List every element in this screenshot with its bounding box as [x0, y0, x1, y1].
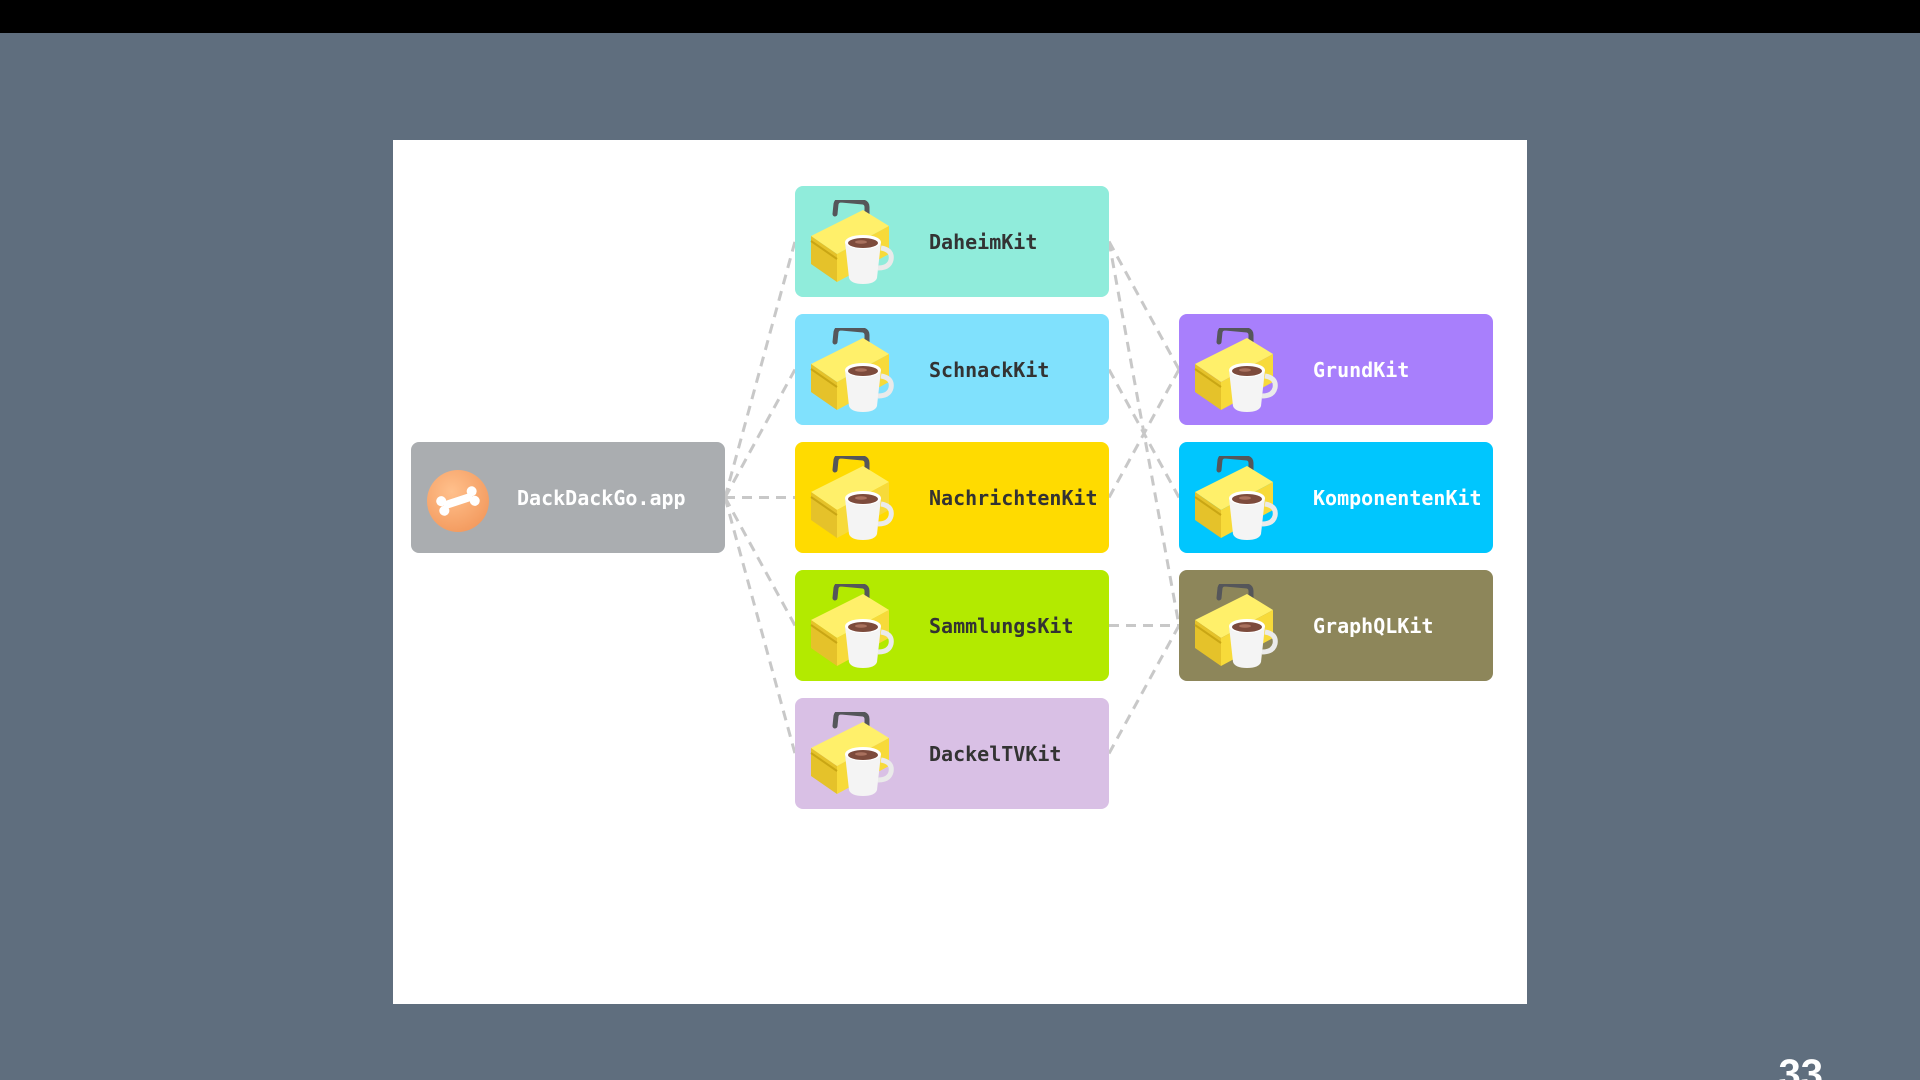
diagram-edges — [723, 240, 1181, 755]
edge-dackdackgo-app-to-daheimkit — [723, 241, 797, 498]
node-label: DaheimKit — [929, 229, 1038, 254]
node-label: DackelTVKit — [929, 741, 1062, 766]
edge-dackdackgo-app-to-sammlungskit — [723, 496, 797, 627]
node-sammlungskit: SammlungsKit — [795, 570, 1109, 681]
edge-dackdackgo-app-to-schnackkit — [723, 368, 797, 499]
edge-dackdackgo-app-to-dackeltvkit — [723, 497, 797, 754]
node-label: DackDackGo.app — [517, 485, 686, 510]
edge-nachrichtenkit-to-grundkit — [1107, 368, 1181, 499]
node-label: NachrichtenKit — [929, 485, 1098, 510]
node-daheimkit: DaheimKit — [795, 186, 1109, 297]
node-dackeltvkit: DackelTVKit — [795, 698, 1109, 809]
node-label: SchnackKit — [929, 357, 1050, 382]
node-label: GraphQLKit — [1313, 613, 1434, 638]
node-schnackkit: SchnackKit — [795, 314, 1109, 425]
node-dackdackgo-app: DackDackGo.app — [411, 442, 725, 553]
toolbox-coffee-icon — [1194, 456, 1278, 540]
node-grundkit: GrundKit — [1179, 314, 1493, 425]
toolbox-coffee-icon — [810, 456, 894, 540]
node-label: GrundKit — [1313, 357, 1410, 382]
node-komponentenkit: KomponentenKit — [1179, 442, 1493, 553]
toolbox-coffee-icon — [810, 584, 894, 668]
edge-dackeltvkit-to-graphqlkit — [1107, 624, 1181, 755]
node-nachrichtenkit: NachrichtenKit — [795, 442, 1109, 553]
toolbox-coffee-icon — [810, 328, 894, 412]
node-label: SammlungsKit — [929, 613, 1074, 638]
toolbox-coffee-icon — [1194, 328, 1278, 412]
toolbox-coffee-icon — [1194, 584, 1278, 668]
top-bar — [0, 0, 1920, 33]
bone-icon — [427, 470, 489, 532]
node-graphqlkit: GraphQLKit — [1179, 570, 1493, 681]
node-label: KomponentenKit — [1313, 485, 1482, 510]
toolbox-coffee-icon — [810, 712, 894, 796]
toolbox-coffee-icon — [810, 200, 894, 284]
slide-number: 33 — [1778, 1052, 1824, 1080]
edge-daheimkit-to-grundkit — [1107, 240, 1181, 371]
